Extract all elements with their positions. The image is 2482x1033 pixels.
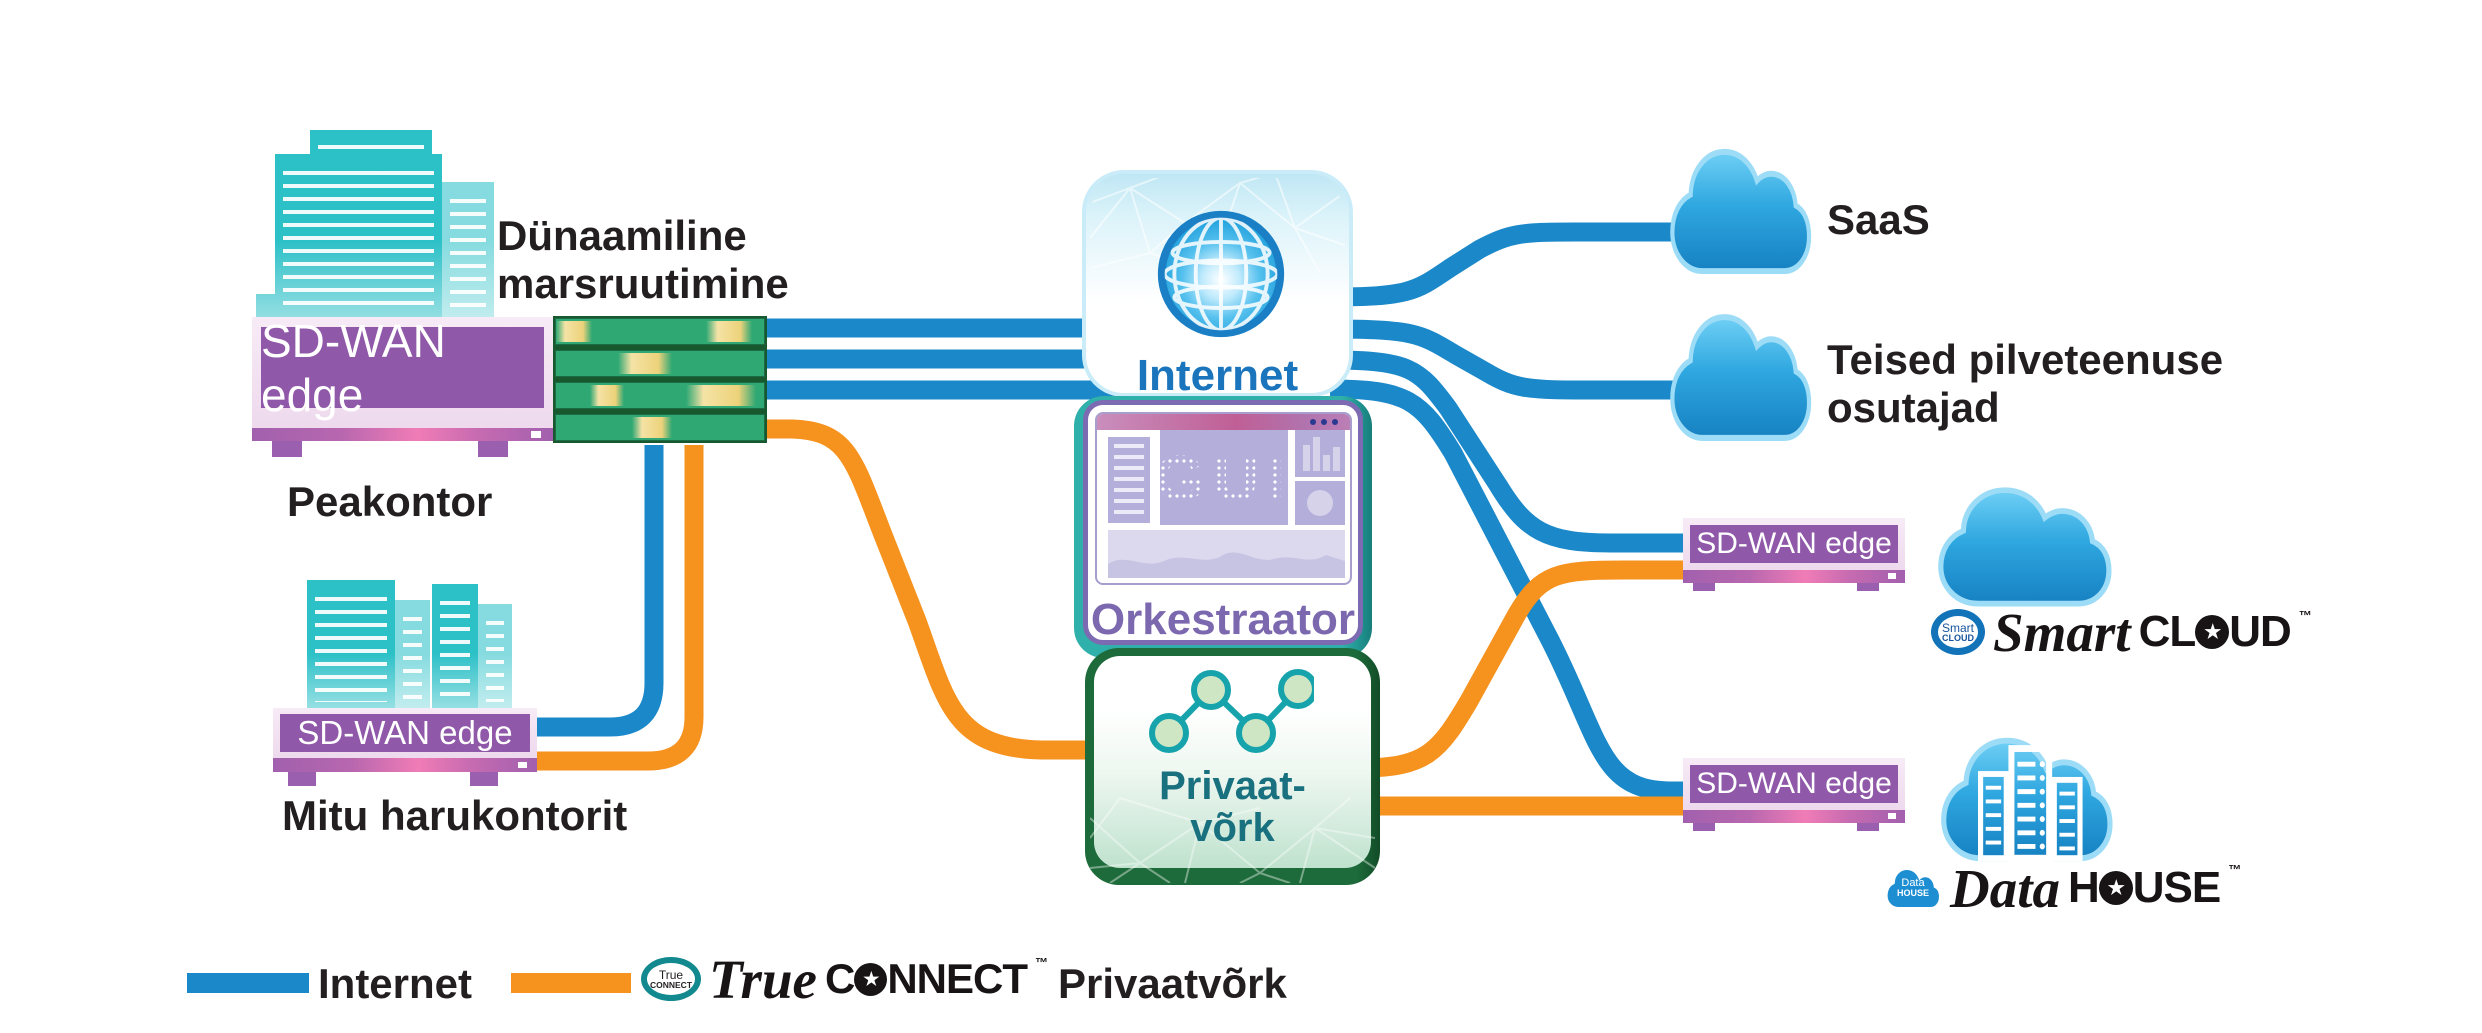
smartcloud-cloud-icon — [1938, 487, 2112, 607]
sdwan-edge-label-cloud-top: SD-WAN edge — [1690, 525, 1898, 563]
gui-barchart-panel — [1295, 430, 1345, 477]
trueconnect-badge-icon: True CONNECT — [641, 957, 701, 1001]
device-led — [1888, 573, 1896, 579]
sdwan-edge-label-branch: SD-WAN edge — [280, 714, 530, 752]
star-o-icon: ★ — [2098, 871, 2133, 905]
legend-private-line — [511, 973, 631, 993]
internet-node: Internet — [1082, 170, 1353, 400]
private-network-label-2: võrk — [1190, 806, 1275, 850]
private-network-nodes-icon — [1149, 669, 1314, 753]
network-mesh-pattern — [1090, 796, 1375, 883]
internet-line-edge-bottom — [1329, 379, 1700, 801]
legend-internet-label: Internet — [318, 960, 473, 1007]
private-line-edge-top — [1359, 560, 1700, 778]
legend-internet-line — [187, 973, 309, 993]
window-dot-icon — [1332, 419, 1338, 425]
globe-icon — [1157, 210, 1285, 338]
private-network-label-1: Privaat- — [1159, 764, 1306, 808]
window-dot-icon — [1310, 419, 1316, 425]
saas-label: SaaS — [1827, 196, 1930, 243]
wan-links-stack-icon — [553, 316, 767, 443]
internet-line-othercloud — [1329, 319, 1700, 400]
branch-buildings-icon — [305, 578, 515, 708]
branch-label: Mitu harukontorit — [282, 792, 628, 839]
trueconnect-script-text: True — [709, 948, 817, 1010]
datahouse-logo: Data HOUSE Data H★USE ™ — [1884, 858, 2241, 919]
private-line-hq — [767, 419, 1120, 760]
sdwan-edge-device-hq: SD-WAN edge — [252, 315, 553, 458]
device-led — [518, 762, 527, 768]
star-o-icon: ★ — [2195, 615, 2230, 649]
headquarters-building-icon — [252, 130, 500, 320]
gui-text: GUI — [1155, 441, 1293, 514]
sdwan-edge-device-cloud-top: SD-WAN edge — [1683, 518, 1905, 591]
device-led — [1888, 813, 1896, 819]
gui-sidebar-panel — [1108, 437, 1150, 523]
datahouse-cloud-icon — [1941, 737, 2113, 862]
saas-cloud-icon — [1670, 148, 1812, 275]
orchestrator-label: Orkestraator — [1090, 595, 1356, 644]
private-line-branch — [528, 445, 704, 771]
gui-main-panel: GUI — [1155, 430, 1288, 525]
other-cloud-icon — [1670, 314, 1812, 441]
datahouse-script-text: Data — [1950, 857, 2060, 919]
gui-gauge-panel — [1295, 481, 1345, 525]
smartcloud-badge-icon: Smart CLOUD — [1931, 609, 1985, 655]
internet-line-saas — [1329, 222, 1700, 307]
legend-private-label: Privaatvõrk — [1058, 960, 1287, 1007]
smartcloud-logo: Smart CLOUD Smart CL★UD ™ — [1931, 602, 2312, 663]
datacenter-building-icon — [1978, 745, 2083, 862]
sdwan-edge-label-cloud-bottom: SD-WAN edge — [1690, 765, 1898, 803]
sdwan-edge-device-branch: SD-WAN edge — [273, 708, 537, 786]
sdwan-edge-label-hq: SD-WAN edge — [261, 315, 544, 421]
dynamic-routing-label: Dünaamiline marsruutimine — [497, 212, 789, 307]
sdwan-edge-device-cloud-bottom: SD-WAN edge — [1683, 758, 1905, 831]
smartcloud-script-text: Smart — [1993, 601, 2131, 663]
headquarters-label: Peakontor — [287, 478, 493, 525]
datahouse-badge-icon: Data HOUSE — [1884, 864, 1942, 912]
star-o-icon: ★ — [854, 962, 888, 996]
private-network-inner — [1094, 656, 1371, 868]
internet-line-branch — [528, 445, 664, 737]
internet-line-edge-top — [1329, 350, 1700, 553]
gui-wave-panel — [1108, 530, 1345, 578]
window-dot-icon — [1321, 419, 1327, 425]
trueconnect-logo: True CONNECT True C★NNECT ™ — [641, 949, 1048, 1010]
other-clouds-label: Teised pilveteenuse osutajad — [1827, 336, 2224, 431]
internet-label: Internet — [1136, 351, 1299, 400]
device-led — [531, 431, 541, 438]
window-titlebar — [1097, 414, 1350, 430]
